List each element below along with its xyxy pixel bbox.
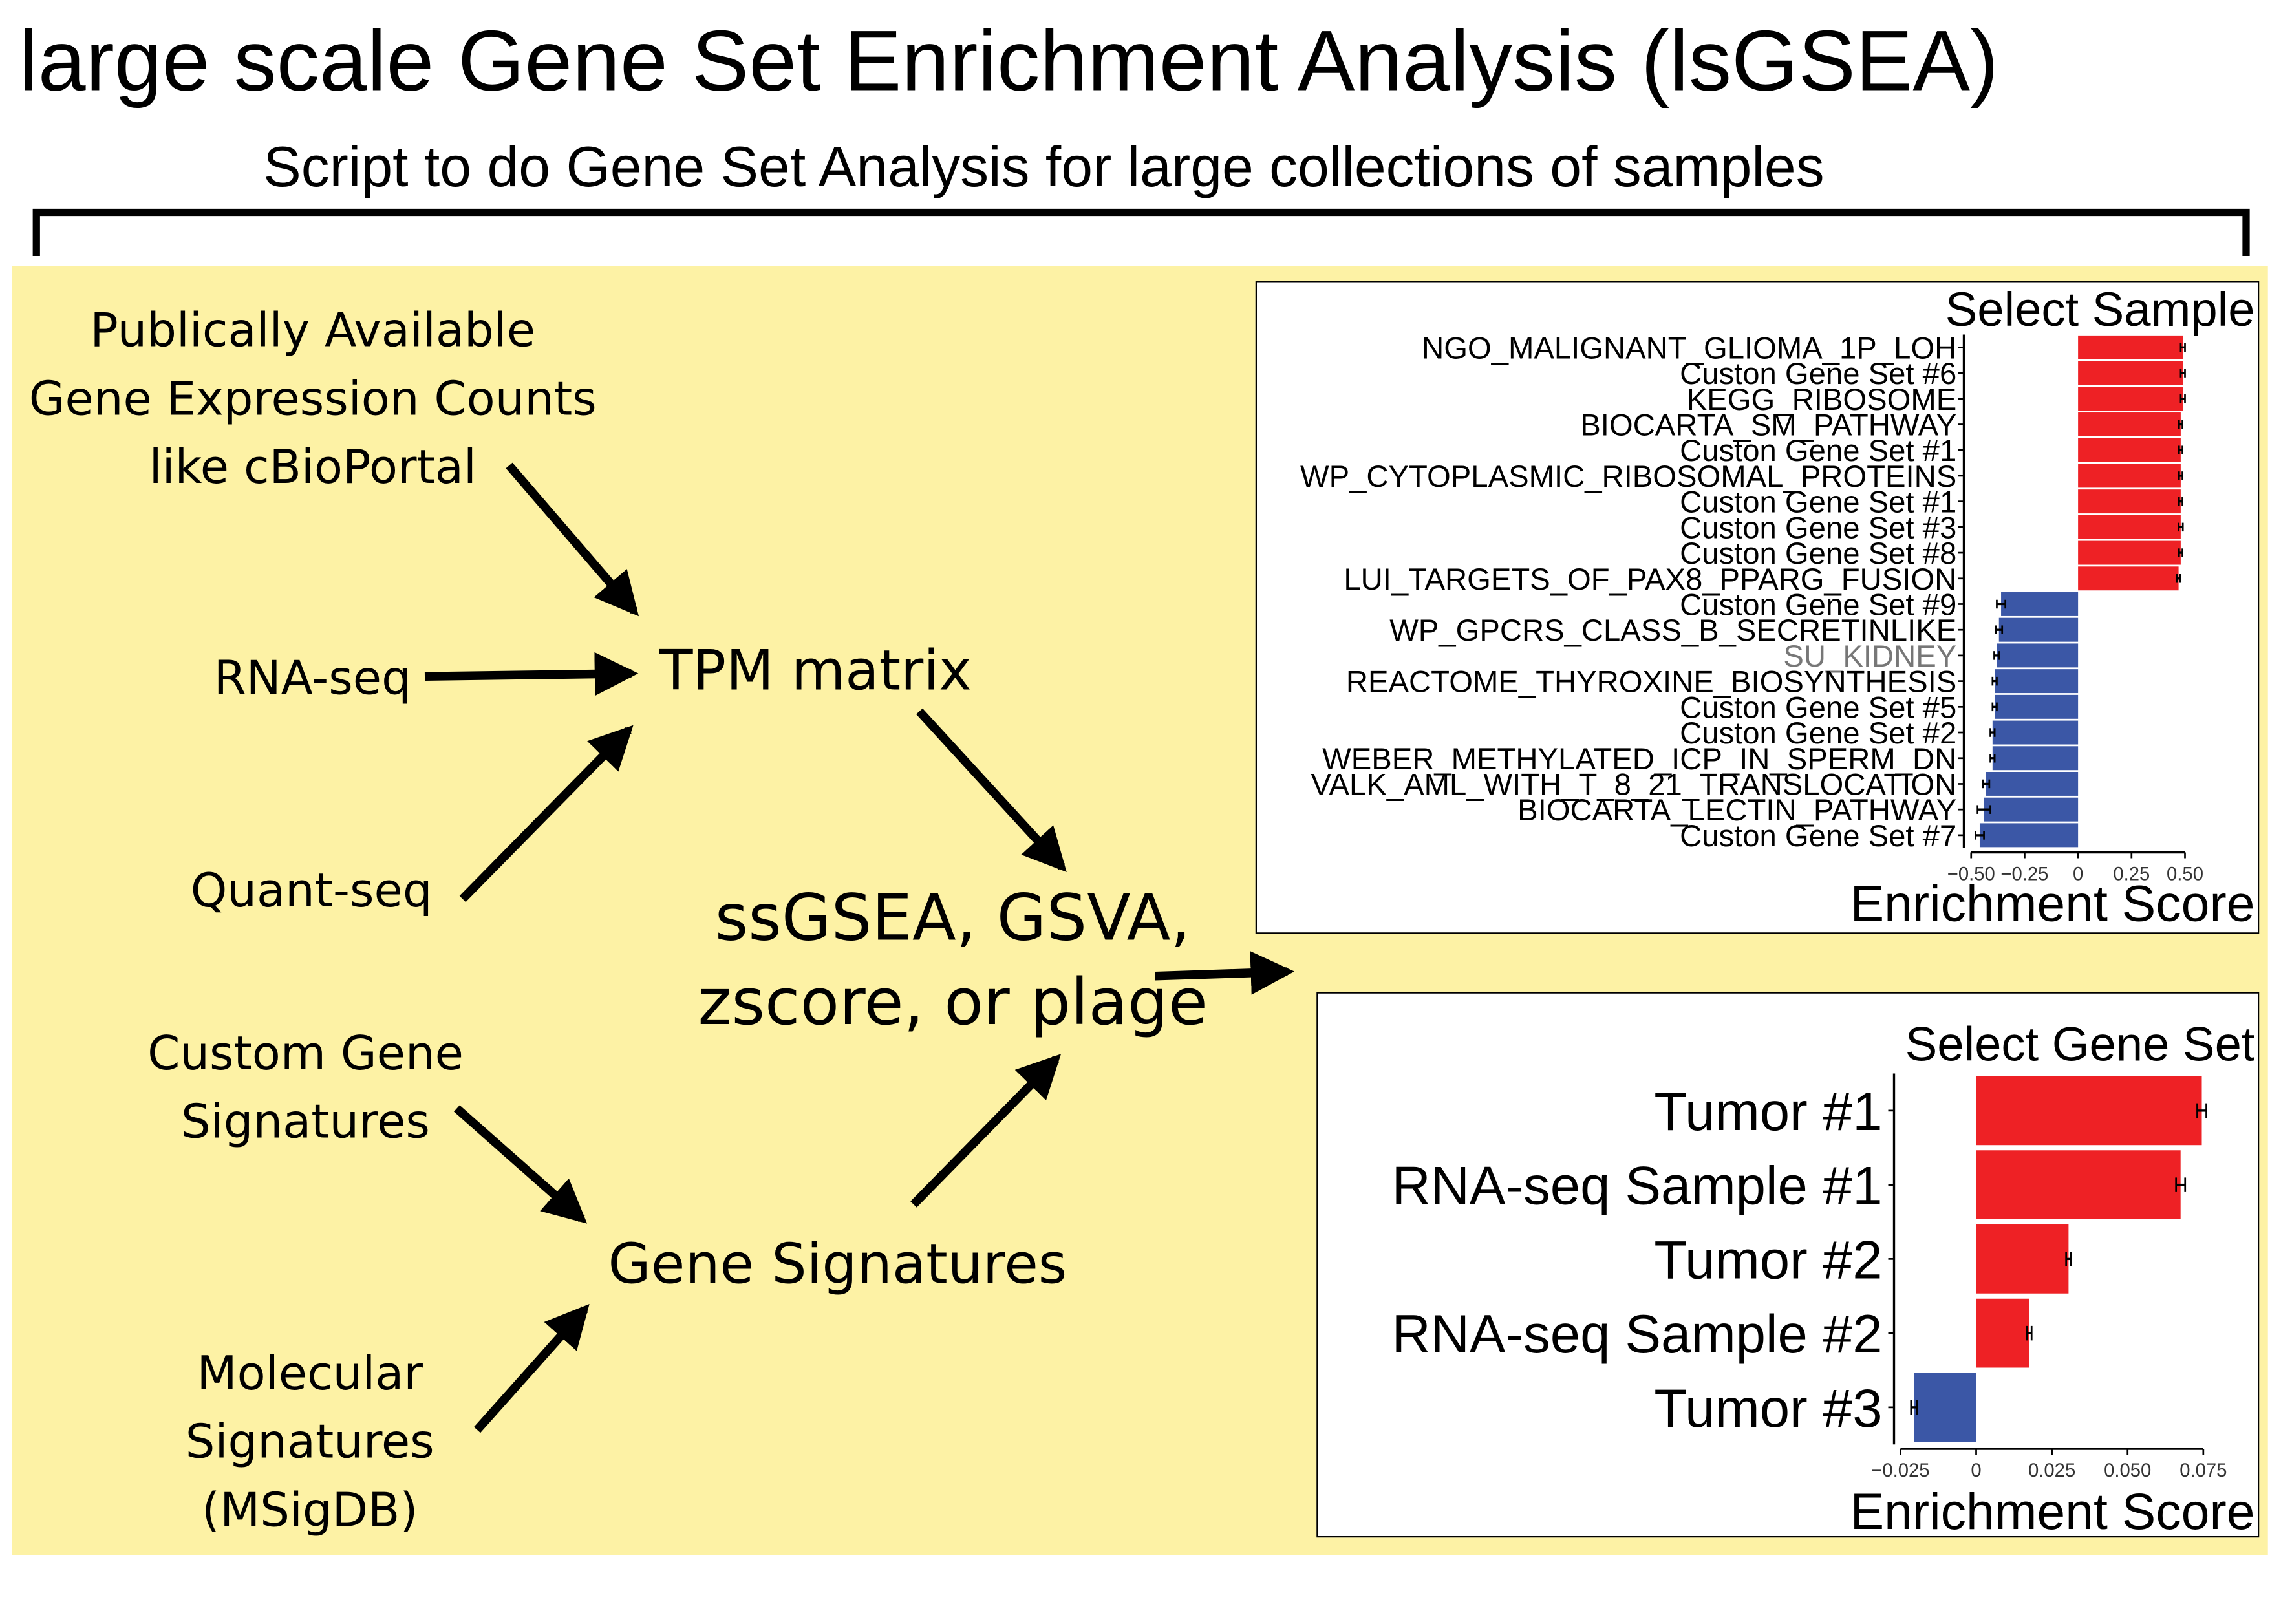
x-tick-label: −0.50 <box>1947 863 1995 884</box>
bar <box>1975 1075 2201 1145</box>
bar <box>2077 334 2183 359</box>
bar <box>1983 796 2077 821</box>
select-gene-set-chart: Select Gene Set Enrichment Score Tumor #… <box>1391 1016 2254 1537</box>
x-tick-label: 0 <box>1970 1460 1980 1480</box>
y-tick-label: WEBER_METHYLATED_ICP_IN_SPERM_DN <box>1322 742 1956 776</box>
bar <box>1994 668 2077 692</box>
bar <box>1913 1372 1976 1442</box>
x-tick-label: −0.25 <box>2000 863 2048 884</box>
source-line: Publically Available <box>90 303 536 358</box>
arrow-methods-to-results <box>1155 951 1295 995</box>
methods-line: zscore, or plage <box>698 966 1208 1040</box>
source-quantseq: Quant-seq <box>190 862 433 918</box>
y-tick-label: BIOCARTA_LECTIN_PATHWAY <box>1517 793 1956 827</box>
y-tick-label: Tumor #1 <box>1653 1081 1881 1141</box>
chart-title: Select Gene Set <box>1905 1016 2254 1070</box>
arrow-rnaseq-to-tpm <box>424 652 639 696</box>
bar <box>2077 411 2180 436</box>
x-tick-label: 0.025 <box>2028 1460 2075 1480</box>
bar <box>2077 360 2183 385</box>
arrow-signatures-to-methods <box>910 1054 1062 1208</box>
tpm-matrix-node: TPM matrix <box>659 638 972 703</box>
x-tick-label: 0.50 <box>2166 863 2203 884</box>
bar <box>2077 540 2180 564</box>
y-tick-label: Custon Gene Set #7 <box>1679 818 1956 853</box>
chart-x-axis-label: Enrichment Score <box>1849 1482 2254 1537</box>
y-tick-label: NGO_MALIGNANT_GLIOMA_1P_LOH <box>1421 330 1956 365</box>
y-tick-label: BIOCARTA_SM_PATHWAY <box>1580 407 1956 442</box>
source-line: like cBioPortal <box>149 439 477 495</box>
x-tick-label: 0 <box>2072 863 2083 884</box>
source-line: Signatures <box>185 1414 434 1469</box>
y-tick-label: Custon Gene Set #1 <box>1679 433 1956 467</box>
bar <box>1991 720 2077 744</box>
bar <box>1994 694 2077 718</box>
bar <box>2000 591 2077 615</box>
arrow-public-to-tpm <box>506 462 639 617</box>
methods-line: ssGSEA, GSVA, <box>714 881 1191 956</box>
y-tick-label: RNA-seq Sample #1 <box>1391 1155 1882 1215</box>
y-tick-label: Custon Gene Set #8 <box>1679 536 1956 570</box>
y-tick-label: Custon Gene Set #1 <box>1679 485 1956 519</box>
header-bracket <box>32 208 2250 256</box>
figure-title: large scale Gene Set Enrichment Analysis… <box>19 13 1999 109</box>
y-tick-label: Tumor #2 <box>1653 1229 1881 1289</box>
x-tick-label: 0.25 <box>2112 863 2149 884</box>
select-gene-set-panel: Select Gene Set Enrichment Score Tumor #… <box>1316 992 2260 1538</box>
bar <box>1996 643 2077 667</box>
y-tick-label: VALK_AML_WITH_T_8_21_TRANSLOCATION <box>1310 767 1956 801</box>
bar <box>1978 822 2077 847</box>
y-tick-label: SU_KIDNEY <box>1783 639 1956 673</box>
y-tick-label: Tumor #3 <box>1653 1378 1881 1438</box>
x-tick-label: −0.025 <box>1870 1460 1929 1480</box>
select-sample-panel: Select Sample Enrichment Score NGO_MALIG… <box>1255 281 2260 934</box>
y-tick-label: LUI_TARGETS_OF_PAX8_PPARG_FUSION <box>1343 562 1956 596</box>
arrow-custom-to-signatures <box>454 1105 588 1224</box>
bar <box>2077 437 2180 462</box>
bar <box>1975 1223 2068 1293</box>
y-tick-label: WP_CYTOPLASMIC_RIBOSOMAL_PROTEINS <box>1300 459 1956 493</box>
bar <box>2077 566 2178 590</box>
y-tick-label: WP_GPCRS_CLASS_B_SECRETINLIKE <box>1389 613 1956 647</box>
source-line: Molecular <box>197 1345 423 1401</box>
x-tick-label: 0.050 <box>2103 1460 2150 1480</box>
y-tick-label: Custon Gene Set #9 <box>1679 587 1956 621</box>
gene-signatures-node: Gene Signatures <box>608 1232 1067 1296</box>
bar <box>1975 1149 2180 1219</box>
source-line: Gene Expression Counts <box>28 370 597 427</box>
bar <box>2077 463 2180 487</box>
chart-x-axis-label: Enrichment Score <box>1849 874 2254 931</box>
y-tick-label: REACTOME_THYROXINE_BIOSYNTHESIS <box>1345 665 1956 699</box>
source-line: Custom Gene <box>147 1025 464 1081</box>
select-sample-chart: Select Sample Enrichment Score NGO_MALIG… <box>1300 282 2254 931</box>
bar <box>1991 745 2077 770</box>
bar <box>2077 514 2180 539</box>
y-tick-label: Custon Gene Set #6 <box>1679 356 1956 390</box>
source-line: Signatures <box>181 1094 430 1149</box>
bar <box>1998 617 2077 641</box>
bar <box>1975 1298 2029 1367</box>
y-tick-label: KEGG_RIBOSOME <box>1686 382 1956 416</box>
y-tick-label: Custon Gene Set #5 <box>1679 690 1956 724</box>
arrow-msigdb-to-signatures <box>473 1303 590 1433</box>
bar <box>1985 771 2077 795</box>
y-tick-label: Custon Gene Set #3 <box>1679 510 1956 544</box>
source-rnaseq: RNA-seq <box>213 650 411 706</box>
y-tick-label: RNA-seq Sample #2 <box>1391 1303 1882 1363</box>
bar <box>2077 489 2180 513</box>
x-tick-label: 0.075 <box>2179 1460 2226 1480</box>
y-tick-label: Custon Gene Set #2 <box>1679 716 1956 750</box>
bar <box>2077 386 2183 411</box>
chart-title: Select Sample <box>1945 282 2254 336</box>
arrow-tpm-to-methods <box>916 708 1067 872</box>
arrow-quantseq-to-tpm <box>459 725 634 903</box>
figure-subtitle: Script to do Gene Set Analysis for large… <box>263 136 1825 200</box>
source-line: (MSigDB) <box>201 1482 418 1538</box>
